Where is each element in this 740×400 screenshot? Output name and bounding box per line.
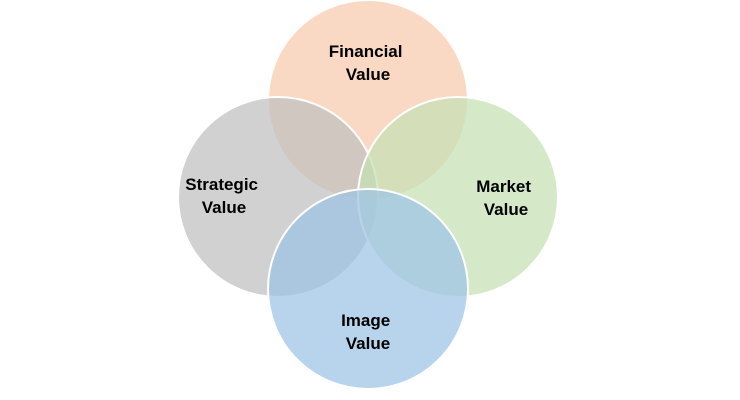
financial-label: Financial Value — [329, 42, 407, 84]
strategic-label-line-1: Strategic — [185, 175, 258, 194]
image-label: Image Value — [341, 311, 395, 353]
market-label: Market Value — [476, 177, 536, 219]
circles-layer — [177, 0, 559, 390]
strategic-label: Strategic Value — [185, 175, 262, 217]
market-label-line-2: Value — [484, 200, 528, 219]
strategic-label-line-2: Value — [202, 198, 246, 217]
image-label-line-2: Value — [346, 334, 390, 353]
image-label-line-1: Image — [341, 311, 390, 330]
labels-layer: Financial Value Strategic Value Market V… — [185, 42, 536, 353]
image-circle — [267, 188, 469, 390]
market-label-line-1: Market — [476, 177, 531, 196]
financial-label-line-1: Financial — [329, 42, 403, 61]
financial-label-line-2: Value — [346, 65, 390, 84]
